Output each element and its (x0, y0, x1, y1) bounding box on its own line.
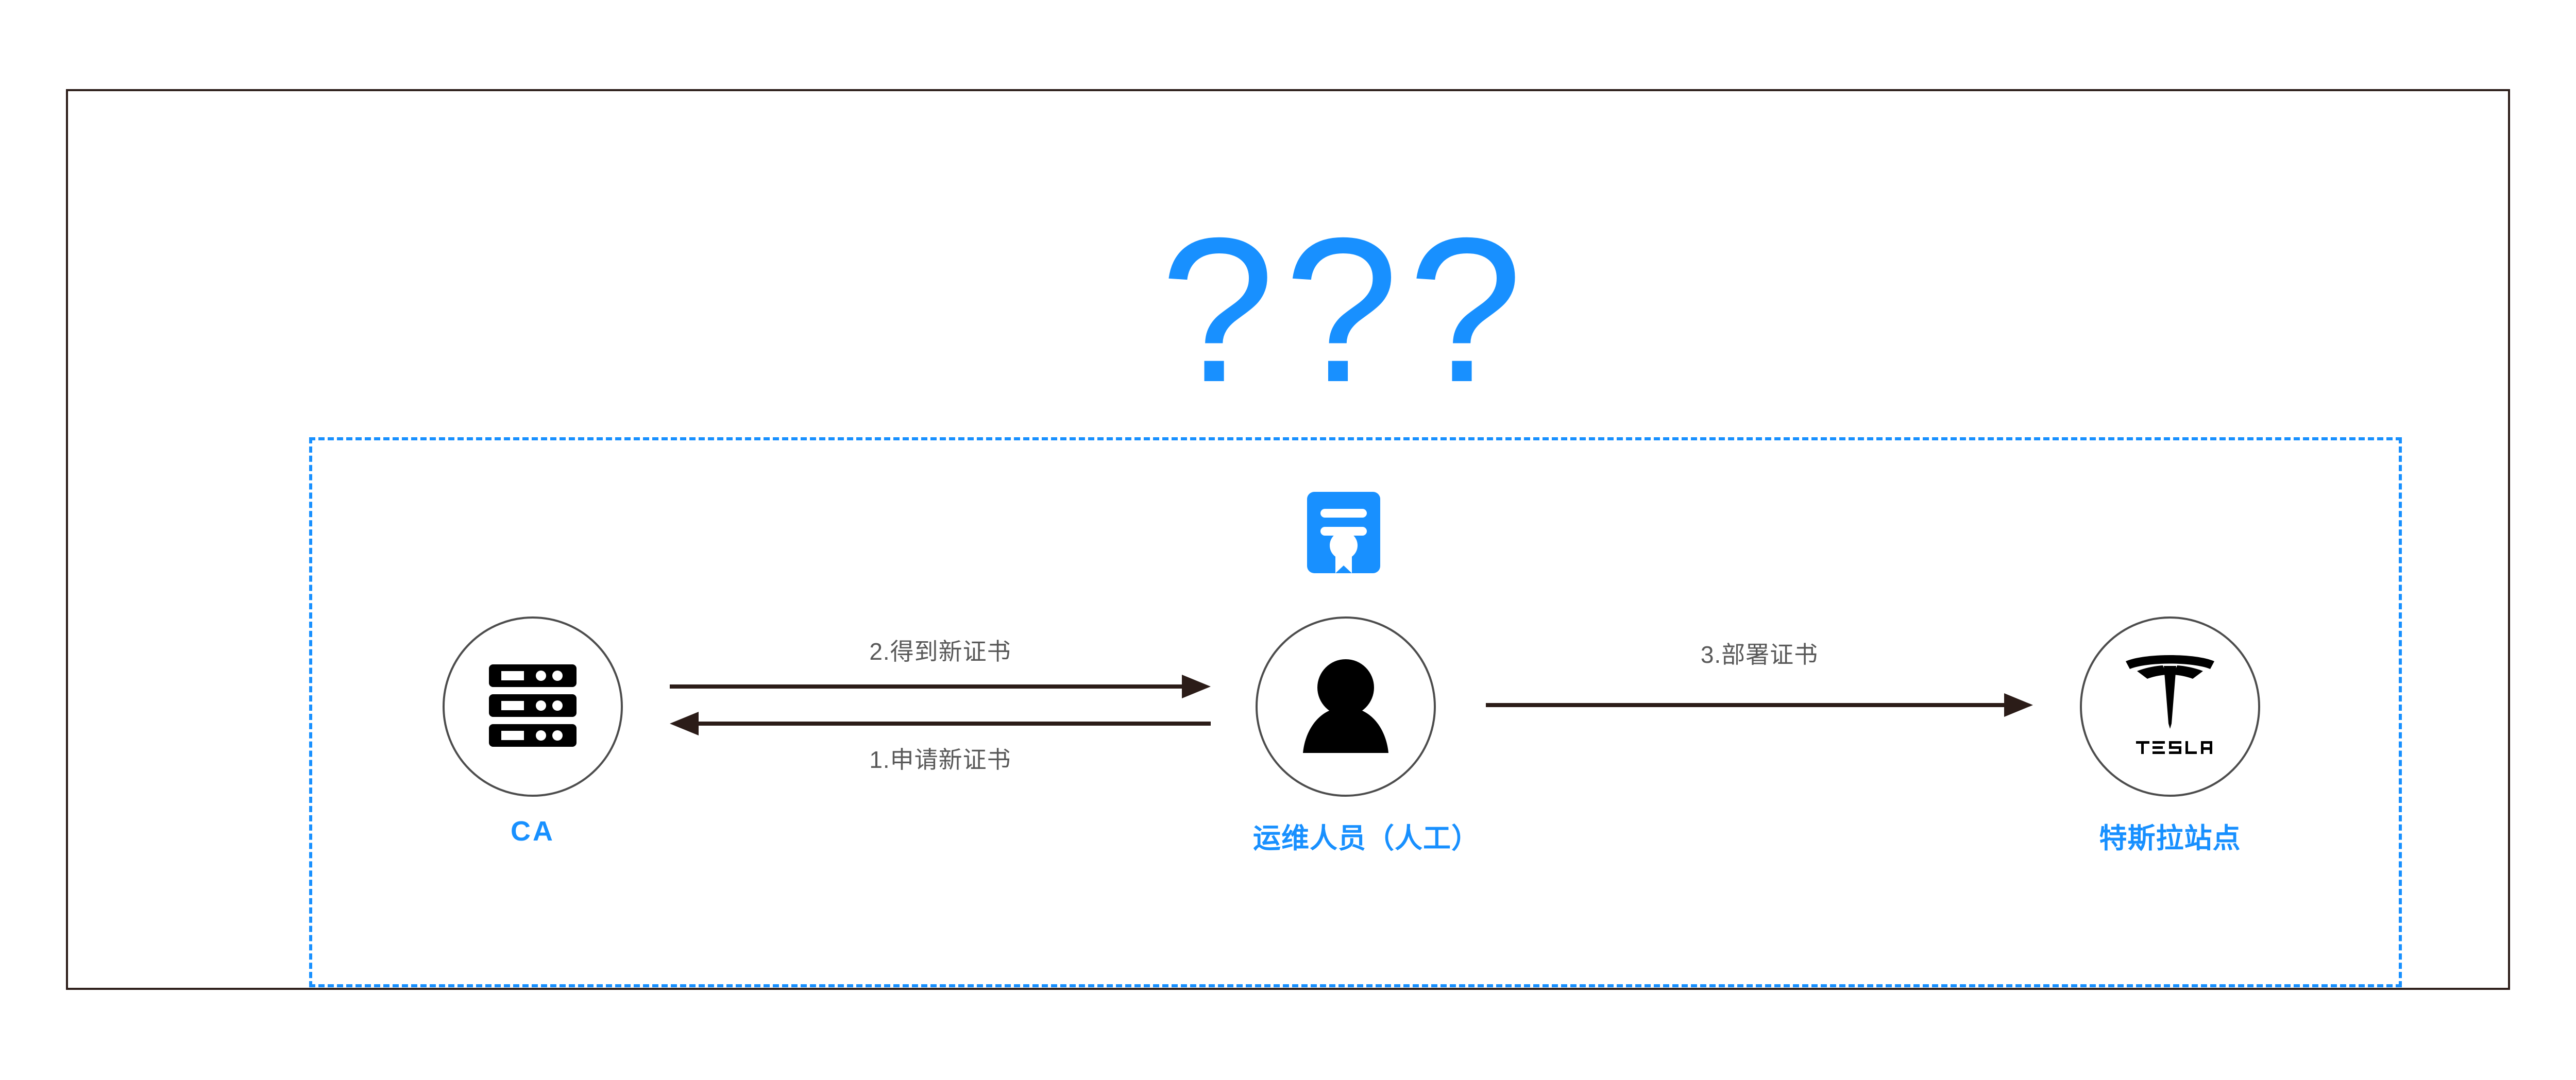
node-tesla-circle (2080, 616, 2260, 797)
arrow-label-step3: 3.部署证书 (1700, 641, 1819, 668)
arrow-shaft (696, 722, 1211, 726)
node-ca-circle (443, 616, 623, 797)
node-ca[interactable]: CA (440, 616, 625, 847)
question-marks-text: ??? (1160, 195, 1532, 425)
server-icon (489, 664, 577, 749)
arrow-label-step1: 1.申请新证书 (869, 746, 1011, 773)
node-ca-label: CA (511, 816, 555, 847)
arrow-step3-operator-to-tesla (1486, 693, 2033, 717)
tesla-logo-icon (2124, 652, 2216, 762)
certificate-icon (1307, 492, 1380, 573)
arrow-head-right (1182, 675, 1211, 698)
node-tesla-label: 特斯拉站点 (2099, 823, 2241, 854)
arrow-head-right (2004, 693, 2033, 717)
arrow-label-step2: 2.得到新证书 (869, 638, 1011, 665)
arrow-head-left (670, 712, 699, 735)
node-operator-label: 运维人员（人工） (1253, 823, 1480, 854)
outer-frame: ??? (66, 89, 2510, 990)
node-operator-circle (1256, 616, 1436, 797)
person-icon (1302, 658, 1389, 756)
node-tesla[interactable]: 特斯拉站点 (2077, 616, 2263, 856)
arrow-step2-ca-to-operator (670, 675, 1211, 698)
arrow-shaft (670, 684, 1185, 689)
arrow-shaft (1486, 703, 2007, 707)
arrow-step1-operator-to-ca (670, 712, 1211, 735)
manual-process-group-box (309, 437, 2402, 987)
node-operator[interactable]: 运维人员（人工） (1253, 616, 1480, 856)
